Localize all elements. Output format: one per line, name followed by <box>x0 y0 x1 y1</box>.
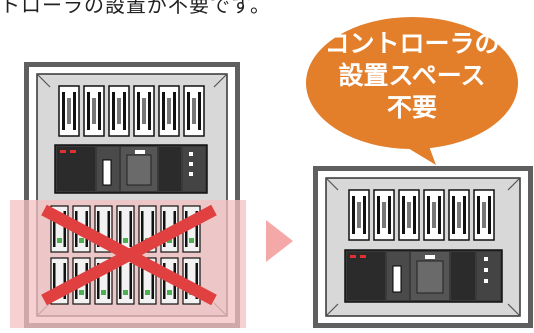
bubble-line-1: コントローラの <box>324 29 500 58</box>
arrow-right-icon <box>266 220 293 262</box>
cross-mark-icon <box>41 204 217 306</box>
left-io-modules-top <box>58 85 205 137</box>
header-text: トローラの設置が不要です。 <box>0 0 271 17</box>
right-io-modules <box>348 189 495 241</box>
right-plc-unit <box>344 249 503 303</box>
left-plc-unit <box>54 144 208 194</box>
bubble-text: コントローラの 設置スペース 不要 <box>312 28 512 124</box>
bubble-line-3: 不要 <box>386 93 437 122</box>
speech-bubble <box>306 17 518 165</box>
bubble-line-2: 設置スペース <box>338 61 486 90</box>
right-cabinet <box>313 166 533 328</box>
